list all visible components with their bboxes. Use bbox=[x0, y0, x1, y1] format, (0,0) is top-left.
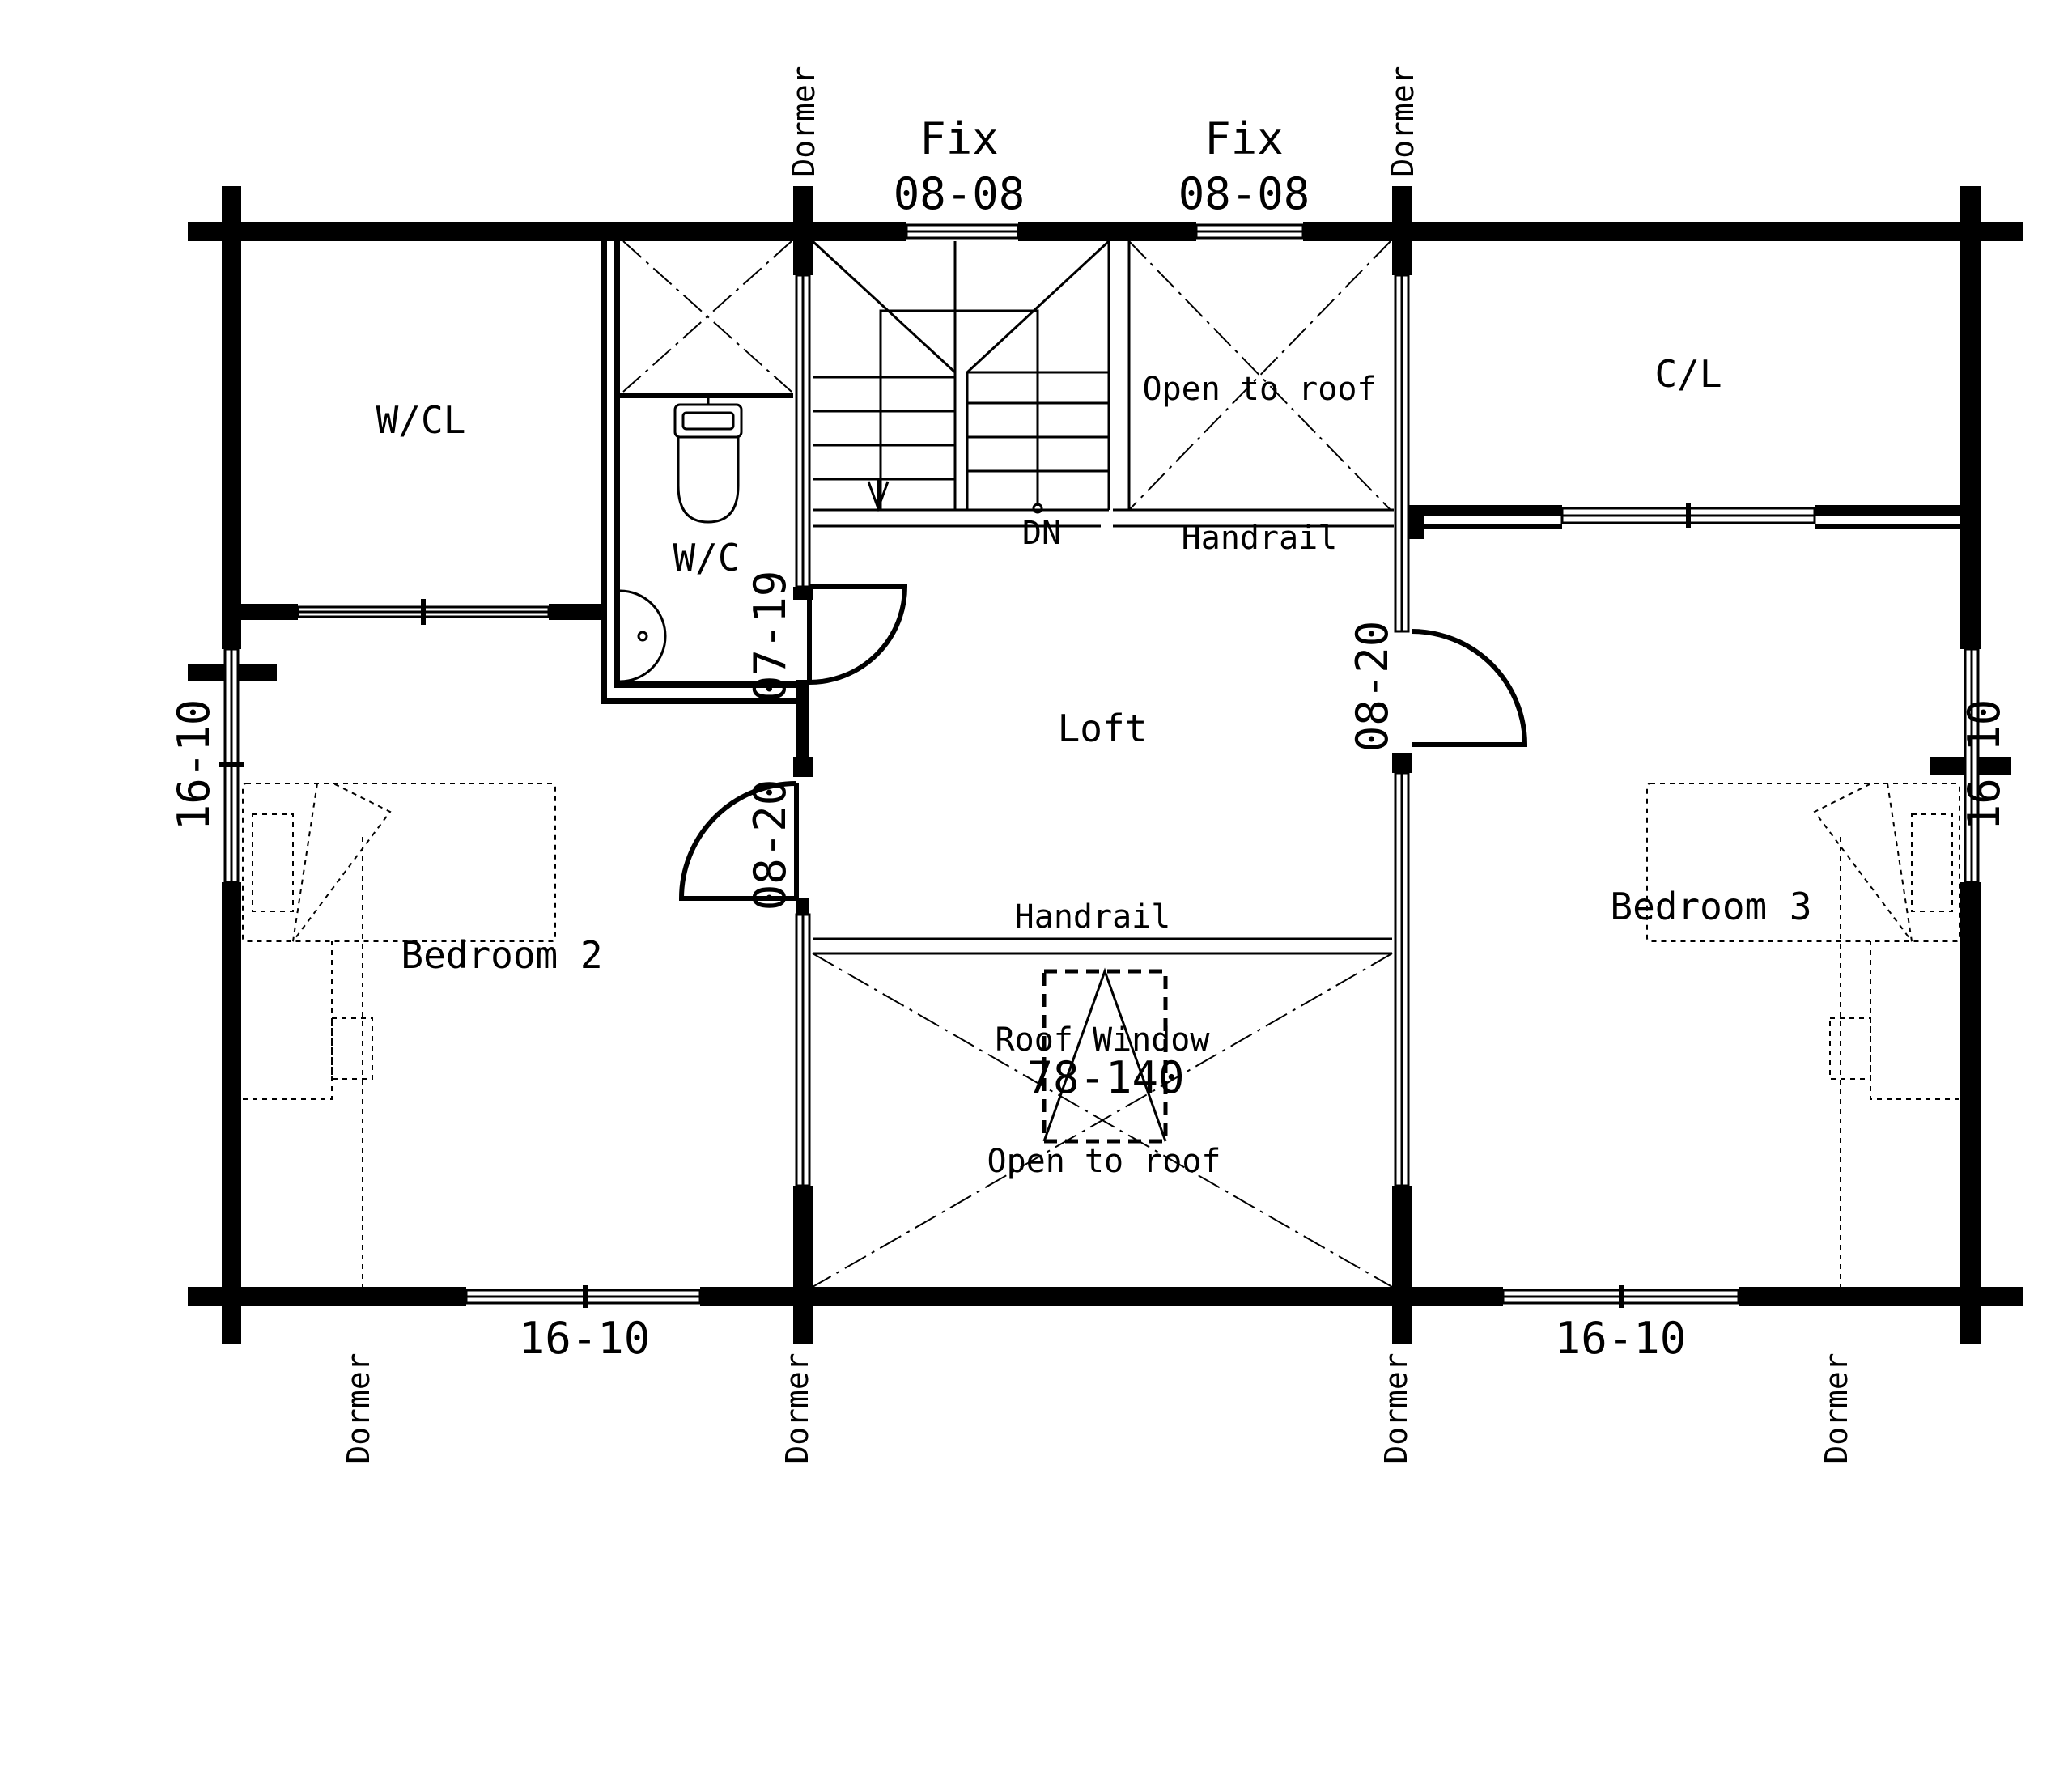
staircase bbox=[811, 240, 1110, 528]
sink-icon bbox=[619, 589, 667, 683]
interior-walls bbox=[241, 186, 1960, 1344]
label-door-wc: 07-19 bbox=[745, 571, 796, 703]
label-roof-window-size: 78-140 bbox=[1026, 1052, 1184, 1103]
label-loft: Loft bbox=[1058, 707, 1148, 750]
label-win-bottom-right: 16-10 bbox=[1555, 1313, 1687, 1364]
room-labels: W/CL W/C C/L Loft Bedroom 2 Bedroom 3 Op… bbox=[376, 352, 1812, 1180]
bed-3-furniture bbox=[1646, 783, 1960, 1287]
label-fix-left: Fix bbox=[919, 113, 999, 164]
windows bbox=[219, 223, 1980, 1308]
label-dormer-bottom-3: Dormer bbox=[1378, 1352, 1414, 1463]
label-open-to-roof-bottom: Open to roof bbox=[987, 1143, 1221, 1180]
label-dn: DN bbox=[1022, 515, 1061, 552]
label-door-bed2: 08-20 bbox=[745, 779, 796, 911]
label-win-bottom-left: 16-10 bbox=[519, 1313, 651, 1364]
outer-walls bbox=[188, 186, 2023, 1344]
label-handrail-mid: Handrail bbox=[1015, 898, 1171, 936]
label-bedroom-2: Bedroom 2 bbox=[401, 933, 602, 977]
label-win-left: 16-10 bbox=[168, 699, 219, 831]
label-dormer-bottom-4: Dormer bbox=[1819, 1352, 1854, 1463]
label-door-bed3: 08-20 bbox=[1347, 621, 1398, 753]
label-win-right: 16-10 bbox=[1959, 699, 2010, 831]
label-fix-right-size: 08-08 bbox=[1178, 168, 1310, 219]
label-dormer-bottom-1: Dormer bbox=[341, 1352, 376, 1463]
label-wcl: W/CL bbox=[376, 398, 466, 442]
label-open-to-roof-top: Open to roof bbox=[1143, 371, 1377, 408]
label-handrail-top: Handrail bbox=[1182, 520, 1338, 557]
shaft-x bbox=[622, 240, 792, 393]
label-dormer-top-right: Dormer bbox=[1385, 66, 1420, 176]
label-roof-window: Roof Window bbox=[996, 1021, 1211, 1059]
toilet-icon bbox=[673, 395, 743, 524]
bed-2-furniture bbox=[242, 783, 556, 1287]
label-cl: C/L bbox=[1654, 352, 1722, 396]
label-wc: W/C bbox=[673, 536, 740, 580]
open-to-roof-top bbox=[1113, 240, 1394, 528]
label-fix-left-size: 08-08 bbox=[894, 168, 1025, 219]
open-to-roof-bottom bbox=[812, 937, 1393, 1288]
label-dormer-top-left: Dormer bbox=[786, 66, 822, 176]
dormer-labels: Dormer Dormer Dormer Dormer Dormer Dorme… bbox=[341, 66, 1854, 1463]
label-dormer-bottom-2: Dormer bbox=[779, 1352, 815, 1463]
label-bedroom-3: Bedroom 3 bbox=[1610, 885, 1811, 928]
doors bbox=[678, 584, 1528, 901]
label-fix-right: Fix bbox=[1204, 113, 1284, 164]
dimension-labels: Fix 08-08 Fix 08-08 16-10 16-10 07-19 08… bbox=[168, 113, 2010, 1364]
